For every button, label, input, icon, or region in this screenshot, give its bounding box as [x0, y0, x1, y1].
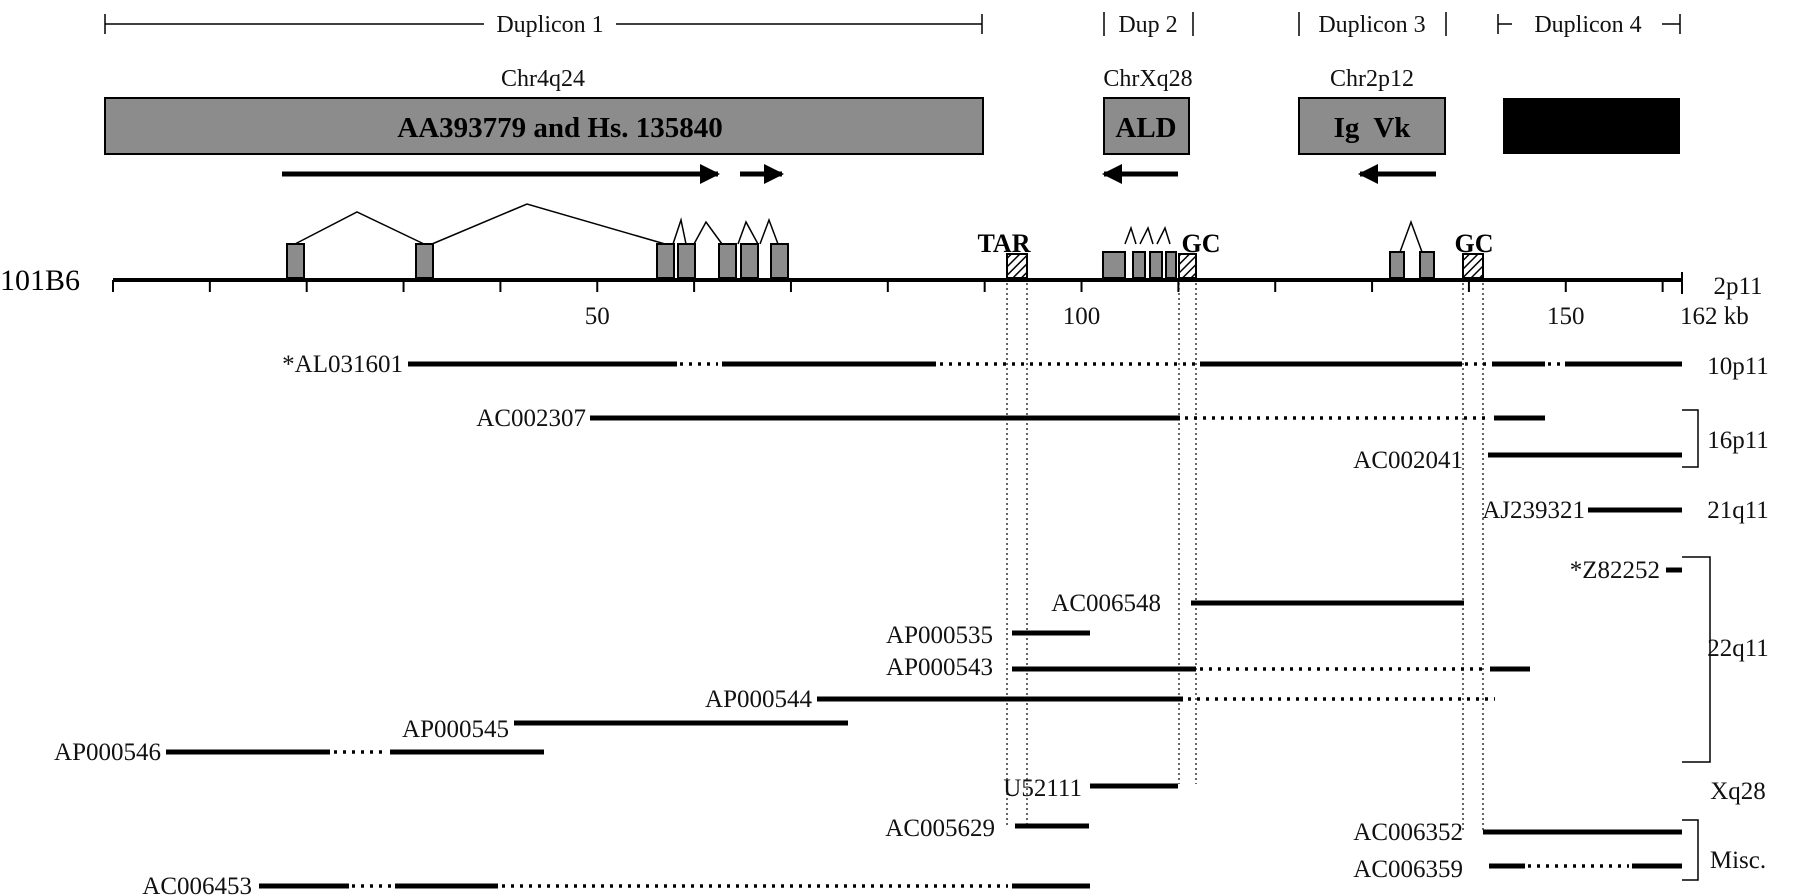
- duplicon-brackets: Duplicon 1 Dup 2 Duplicon 3 Duplicon 4: [104, 12, 1681, 38]
- exon: [415, 243, 434, 279]
- gene-box-duplicon-4: [1503, 98, 1680, 154]
- location-16p11: 16p11: [1707, 427, 1769, 454]
- exon: [1165, 251, 1177, 279]
- exon: [1149, 251, 1163, 279]
- gc-label-1: GC: [1182, 229, 1221, 258]
- intron-1: [294, 211, 425, 245]
- accession-AC006548: AC006548: [1051, 590, 1161, 617]
- exon: [286, 243, 305, 279]
- accession-AC002041: AC002041: [1353, 447, 1463, 474]
- accession-AC002307: AC002307: [476, 405, 586, 432]
- axis-tick-label: 162 kb: [1680, 303, 1749, 330]
- accession-AP000535: AP000535: [886, 622, 993, 649]
- bracket-22q11: [1682, 556, 1711, 763]
- duplicon-3-bracket: Duplicon 3: [1298, 12, 1447, 38]
- chr4q24-label: Chr4q24: [501, 66, 585, 92]
- location-Xq28: Xq28: [1710, 778, 1766, 805]
- location-10p11: 10p11: [1707, 353, 1769, 380]
- accession-AC006352: AC006352: [1353, 819, 1463, 846]
- intron-4: [693, 220, 723, 245]
- chromosome-locations: 10p11 16p11 21q11 22q11 Xq28 Misc.: [1682, 353, 1769, 881]
- duplicon-2-label: Dup 2: [1118, 12, 1177, 38]
- gene-d3-label: Ig Vk: [1334, 112, 1412, 144]
- location-21q11: 21q11: [1707, 497, 1769, 524]
- accession-AP000543: AP000543: [886, 654, 993, 681]
- intron-ald-3: [1156, 226, 1171, 245]
- bracket-16p11: [1682, 409, 1699, 468]
- axis-tick-label: 100: [1063, 303, 1101, 330]
- gene-box-duplicon-1: [104, 97, 984, 155]
- gene-boxes: Chr4q24 AA393779 and Hs. 135840 ChrXq28 …: [104, 66, 1680, 155]
- axis-tick-label: 150: [1547, 303, 1585, 330]
- accession-AC006359: AC006359: [1353, 856, 1463, 883]
- guide-lines: [1006, 278, 1484, 832]
- exon: [656, 243, 675, 279]
- accession-AC005629: AC005629: [885, 815, 995, 842]
- intron-3: [672, 217, 687, 245]
- location-2p11: 2p11: [1713, 273, 1762, 300]
- accession-AP000546: AP000546: [54, 739, 161, 766]
- intron-ald-2: [1139, 226, 1154, 245]
- scale-axis: 101B6 50 100 150 162 kb 2p11: [0, 264, 1763, 330]
- gc-label-2: GC: [1455, 229, 1494, 258]
- intron-ald-1: [1124, 225, 1137, 245]
- intron-5: [737, 220, 759, 245]
- exon: [1419, 251, 1435, 279]
- tar-label: TAR: [978, 229, 1031, 258]
- accession-U52111: U52111: [1003, 775, 1082, 802]
- minor-ticks: [112, 272, 1683, 294]
- chrxq28-label: ChrXq28: [1103, 66, 1192, 92]
- accession-Z82252: *Z82252: [1570, 557, 1660, 584]
- clone-label: 101B6: [0, 264, 80, 297]
- accession-labels: *AL031601 AC002307 AC002041 AJ239321 *Z8…: [54, 351, 1660, 896]
- exon: [677, 243, 696, 279]
- gene-box-duplicon-3: [1298, 97, 1446, 155]
- accession-AP000544: AP000544: [705, 686, 812, 713]
- accession-AJ239321: AJ239321: [1482, 497, 1585, 524]
- duplicon-4-label: Duplicon 4: [1534, 12, 1641, 38]
- intron-igvk: [1399, 219, 1423, 253]
- alignment-lines: [166, 361, 1682, 889]
- exon-structures: TAR GC GC: [286, 203, 1494, 279]
- accession-AC006453: AC006453: [142, 873, 252, 896]
- duplicon-1-bracket: Duplicon 1: [104, 12, 983, 38]
- duplicon-2-bracket: Dup 2: [1103, 12, 1194, 38]
- location-misc: Misc.: [1710, 847, 1766, 874]
- duplicon-4-bracket: Duplicon 4: [1497, 12, 1681, 38]
- axis-tick-label: 50: [585, 303, 610, 330]
- exon: [1389, 251, 1405, 279]
- duplicon-1-label: Duplicon 1: [496, 12, 603, 38]
- bracket-misc: [1682, 819, 1699, 881]
- location-22q11: 22q11: [1707, 635, 1769, 662]
- accession-AL031601: *AL031601: [282, 351, 403, 378]
- gene-box-duplicon-2: [1103, 97, 1190, 155]
- chr2p12-label: Chr2p12: [1330, 66, 1414, 92]
- intron-2: [431, 203, 666, 245]
- exon: [718, 243, 737, 279]
- tick-labels: 50 100 150 162 kb: [585, 303, 1749, 330]
- exon: [740, 243, 759, 279]
- accession-AP000545: AP000545: [402, 716, 509, 743]
- exon: [770, 243, 789, 279]
- gene-d2-label: ALD: [1115, 112, 1176, 144]
- exon: [1132, 251, 1146, 279]
- exon: [1102, 251, 1126, 279]
- intron-6: [759, 217, 779, 245]
- duplicon-3-label: Duplicon 3: [1318, 12, 1425, 38]
- gene-d1-label: AA393779 and Hs. 135840: [397, 112, 723, 144]
